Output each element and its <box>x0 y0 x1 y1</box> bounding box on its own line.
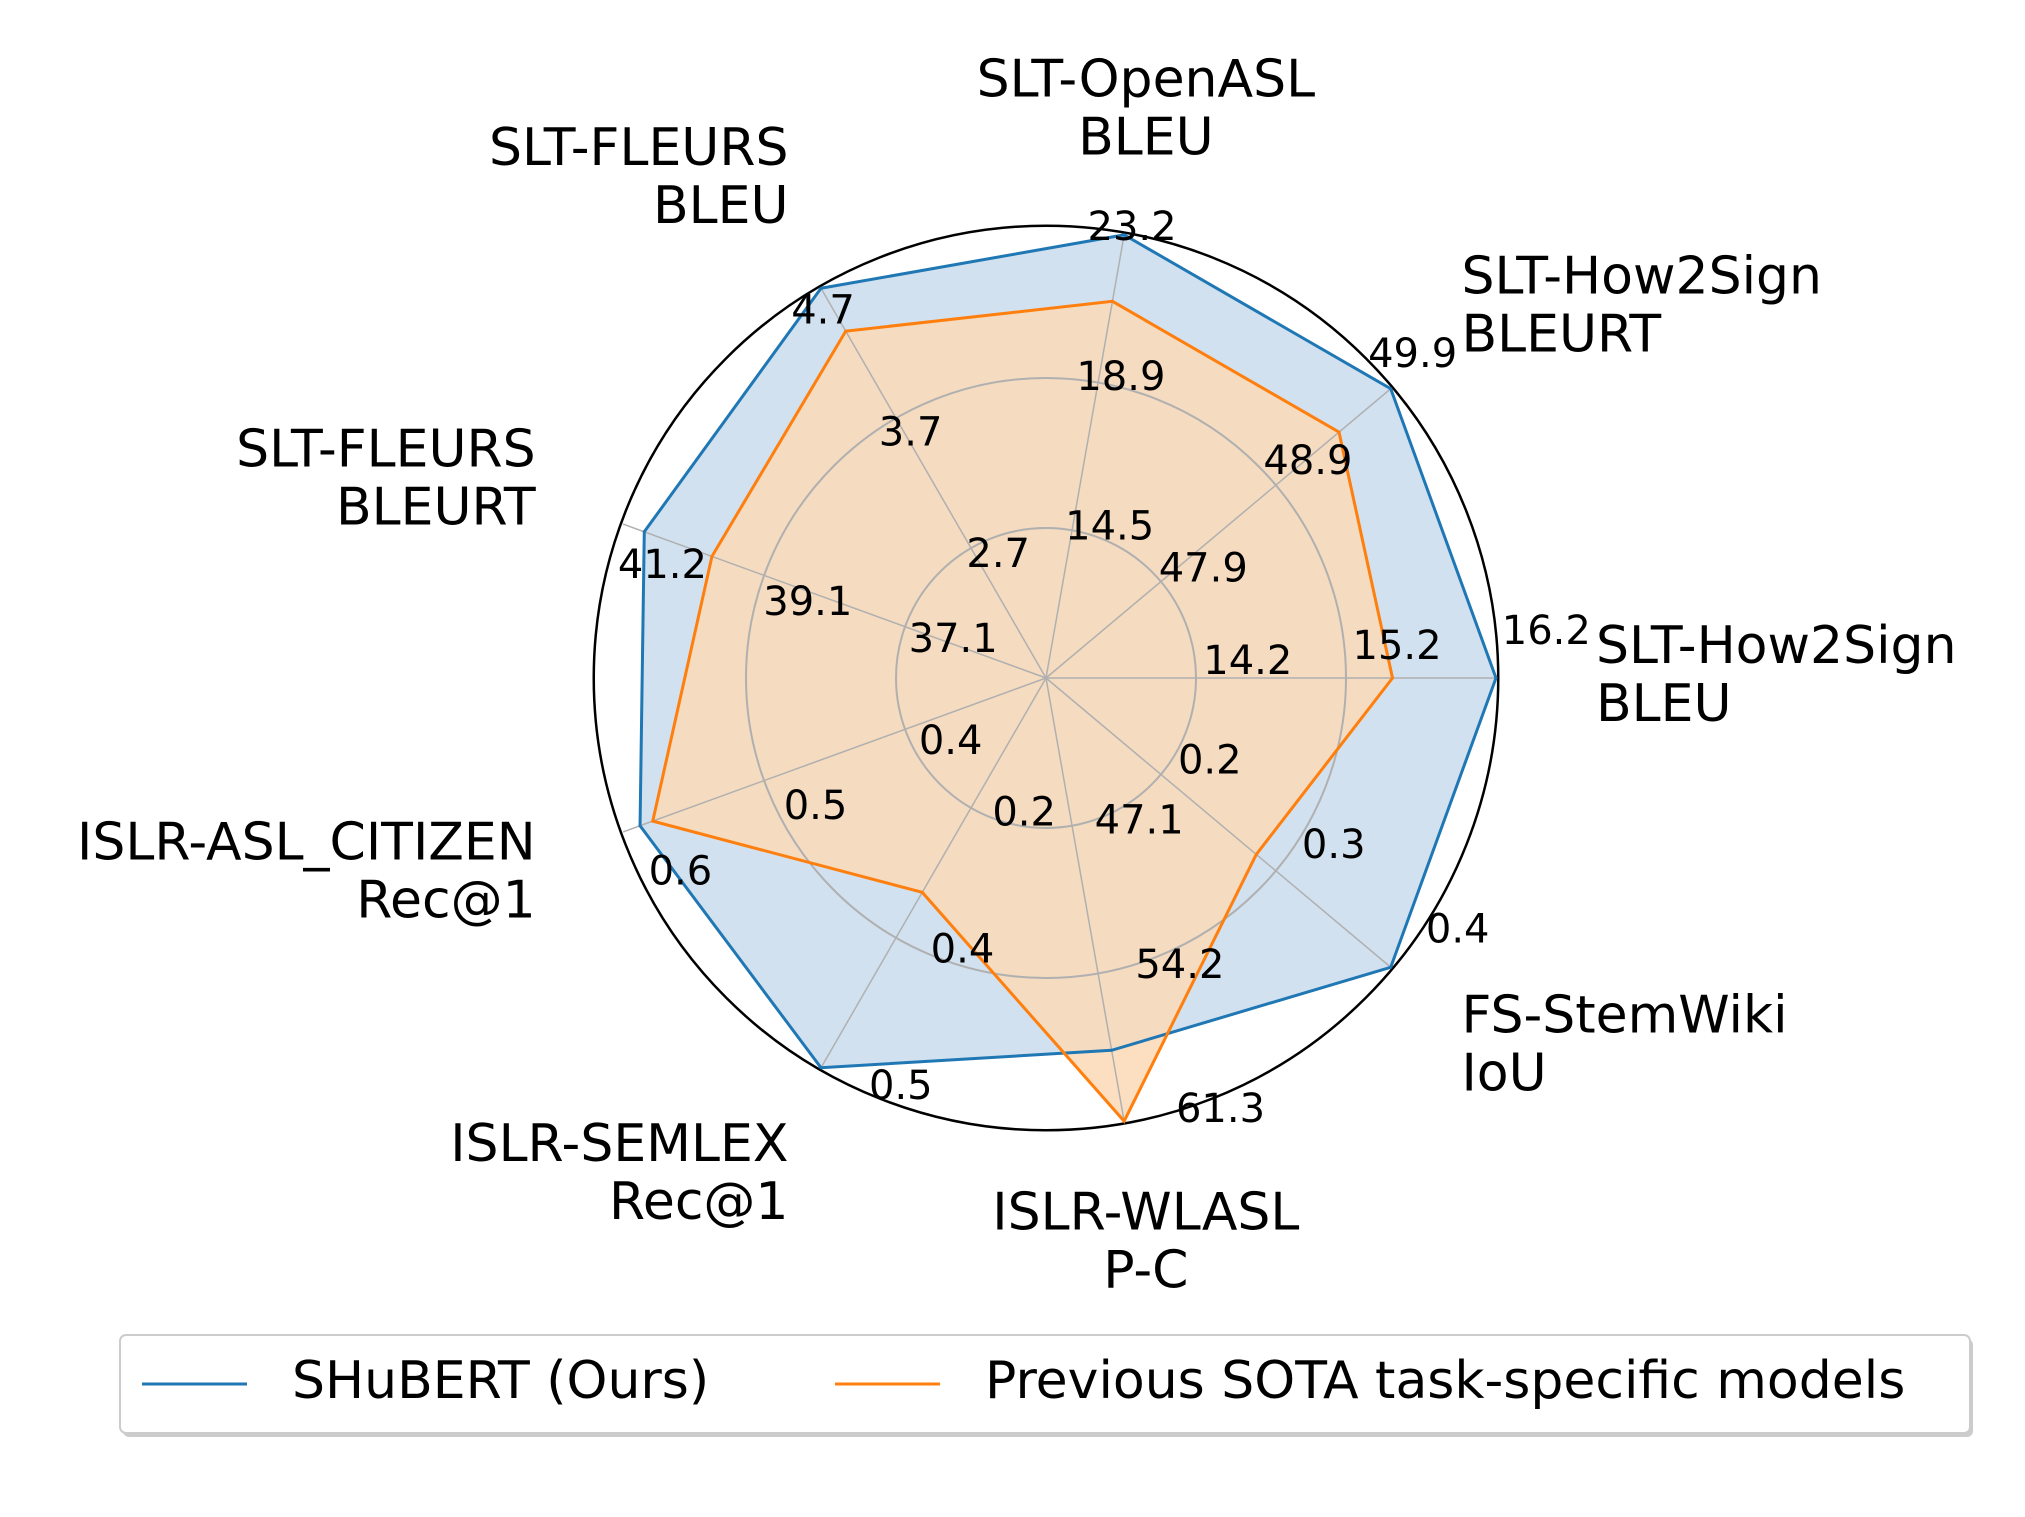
tick-label-1-0: 47.9 <box>1159 546 1248 592</box>
series-1-point-2 <box>1110 299 1114 303</box>
legend-label-1: Previous SOTA task-specific models <box>985 1351 1905 1411</box>
tick-label-0-2: 16.2 <box>1502 608 1591 654</box>
axis-label-6-line-0: ISLR-SEMLEX <box>450 1114 788 1174</box>
axis-label-3-line-1: BLEU <box>653 176 789 236</box>
tick-label-5-2: 0.6 <box>649 848 713 894</box>
series-1-point-0 <box>1391 676 1394 680</box>
axis-label-1-line-1: BLEURT <box>1461 304 1661 364</box>
tick-label-6-0: 0.2 <box>992 790 1056 836</box>
series-0-point-7 <box>1110 1048 1114 1052</box>
axis-label-7-line-0: ISLR-WLASL <box>992 1182 1299 1242</box>
series-0-point-8 <box>1389 965 1393 969</box>
tick-label-4-0: 37.1 <box>909 616 998 662</box>
tick-label-3-2: 4.7 <box>791 288 855 334</box>
axis-label-6-line-1: Rec@1 <box>609 1172 788 1232</box>
series-0-point-4 <box>642 530 646 534</box>
tick-label-0-0: 14.2 <box>1203 638 1292 684</box>
tick-label-1-1: 48.9 <box>1263 438 1352 484</box>
grid-spoke-7 <box>1045 677 1125 1122</box>
tick-label-8-1: 0.3 <box>1302 822 1366 868</box>
tick-label-0-1: 15.2 <box>1353 623 1442 669</box>
axis-label-7-line-1: P-C <box>1103 1240 1188 1300</box>
series-1-point-7 <box>1122 1119 1126 1123</box>
series-0-point-5 <box>638 824 642 828</box>
tick-label-7-2: 61.3 <box>1176 1086 1265 1132</box>
series-0-line <box>638 233 1498 1070</box>
series-1-point-3 <box>844 329 848 333</box>
grid-spoke-2 <box>1045 234 1125 679</box>
axis-label-8-line-0: FS-StemWiki <box>1461 986 1787 1046</box>
axis-label-4-line-1: BLEURT <box>336 477 536 537</box>
tick-label-2-2: 23.2 <box>1088 204 1177 250</box>
outer-frame-circle <box>592 224 1500 1132</box>
grid-spoke-5 <box>622 677 1047 833</box>
axis-label-4-line-0: SLT-FLEURS <box>236 419 536 479</box>
series-1-area <box>652 301 1393 1122</box>
grid-spoke-6 <box>820 677 1047 1069</box>
series-0-point-3 <box>819 286 823 290</box>
grid-spoke-8 <box>1045 677 1392 968</box>
series-0-point-0 <box>1494 676 1498 680</box>
grid-spoke-3 <box>820 287 1047 679</box>
axis-label-1-line-0: SLT-How2Sign <box>1461 246 1822 306</box>
axis-label-2-line-0: SLT-OpenASL <box>977 50 1315 110</box>
tick-label-1-2: 49.9 <box>1368 331 1457 377</box>
tick-label-7-1: 54.2 <box>1135 942 1224 988</box>
series-0-point-1 <box>1389 387 1393 391</box>
series-1-point-4 <box>710 554 714 558</box>
axis-label-0-line-0: SLT-How2Sign <box>1596 616 1957 676</box>
tick-label-2-1: 18.9 <box>1076 354 1165 400</box>
tick-label-3-1: 3.7 <box>879 409 943 455</box>
tick-label-4-1: 39.1 <box>763 579 852 625</box>
tick-label-5-0: 0.4 <box>919 718 983 764</box>
grid-spoke-1 <box>1045 388 1392 679</box>
tick-label-6-2: 0.5 <box>869 1063 933 1109</box>
series-1-point-1 <box>1337 430 1341 434</box>
grid-spoke-4 <box>622 523 1047 679</box>
axis-label-5-line-1: Rec@1 <box>356 871 535 931</box>
series-0-point-6 <box>819 1066 823 1070</box>
tick-label-7-0: 47.1 <box>1095 797 1184 843</box>
axis-label-0-line-1: BLEU <box>1596 674 1732 734</box>
series-0-point-2 <box>1122 233 1126 237</box>
axis-label-2-line-1: BLEU <box>1078 108 1214 168</box>
tick-label-2-0: 14.5 <box>1065 503 1154 549</box>
axis-label-8-line-1: IoU <box>1461 1044 1546 1104</box>
tick-label-8-2: 0.4 <box>1426 906 1490 952</box>
series-1-point-6 <box>920 890 924 894</box>
axis-label-5-line-0: ISLR-ASL_CITIZEN <box>77 813 536 873</box>
legend-box <box>119 1334 1971 1434</box>
tick-label-3-0: 2.7 <box>966 531 1030 577</box>
series-1-point-5 <box>651 819 655 823</box>
tick-label-4-2: 41.2 <box>618 542 707 588</box>
tick-label-6-1: 0.4 <box>931 926 995 972</box>
series-1-line <box>650 299 1395 1124</box>
tick-label-5-1: 0.5 <box>784 783 848 829</box>
axis-label-3-line-0: SLT-FLEURS <box>489 118 789 178</box>
series-1-point-8 <box>1254 852 1258 856</box>
legend-label-0: SHuBERT (Ours) <box>292 1351 709 1411</box>
tick-label-8-0: 0.2 <box>1178 737 1242 783</box>
